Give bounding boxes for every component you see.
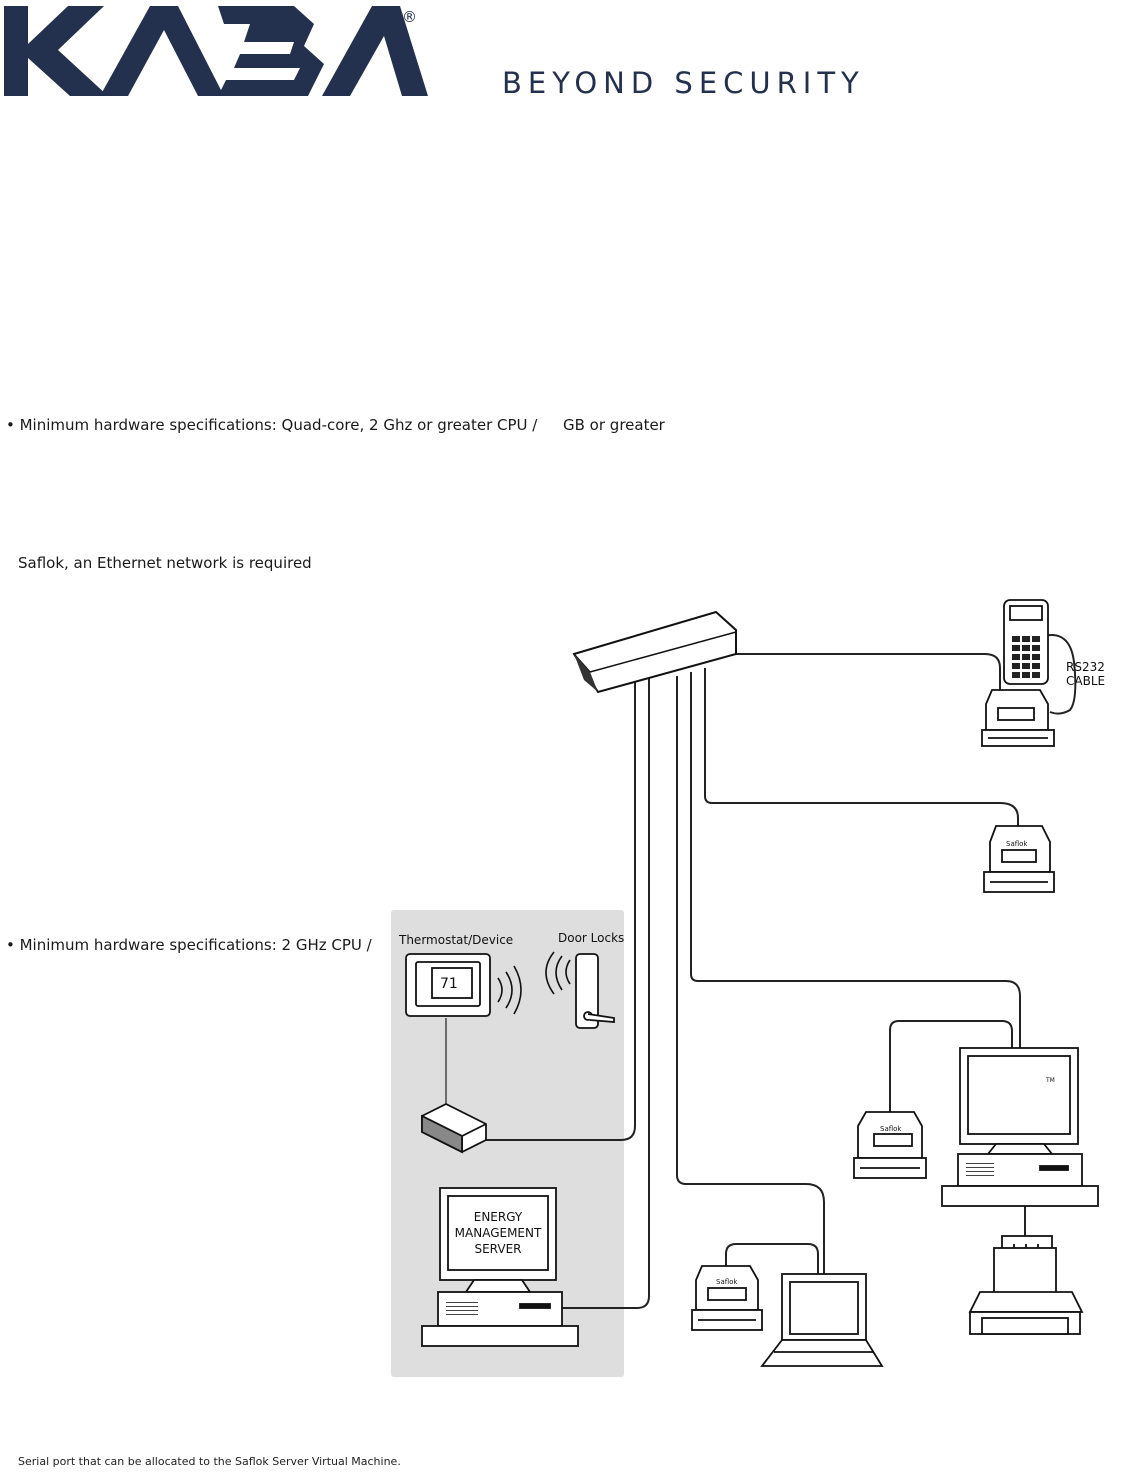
printer [968,1235,1084,1335]
kaba-logo: ® [4,6,428,96]
energy-server-line3: SERVER [474,1242,521,1256]
encoder-brand-3: Saflok [880,1125,902,1133]
workstation-hw-spec: • Minimum hardware specifications: 2 GHz… [6,936,372,954]
server-hw-ram: GB or greater [563,416,665,434]
footnote: Serial port that can be allocated to the… [18,1455,401,1468]
brand-tagline: BEYOND SECURITY [502,66,865,100]
encoder-4: Saflok [691,1265,763,1331]
door-lock-icon [575,953,615,1029]
registered-mark: ® [402,8,417,26]
thermostat-device: 71 [405,953,491,1017]
network-hub [572,610,737,694]
monitor-mark: TM [1045,1077,1055,1084]
thermostat-wireless-icon [497,965,522,1015]
front-desk-workstation: TM [941,1047,1099,1207]
handheld-programmer [1003,599,1049,685]
door-locks-label: Door Locks [558,931,624,945]
rs232-label-line1: RS232 [1066,660,1105,674]
door-lock-wireless-icon [545,951,571,995]
encoder-3: Saflok [853,1111,927,1179]
encoder-rs232 [981,689,1055,747]
energy-server-vents [446,1302,478,1315]
encoder-2: Saflok [983,825,1055,893]
thermostat-label: Thermostat/Device [398,933,513,947]
thermostat-display: 71 [440,976,458,992]
laptop [760,1273,884,1367]
workstation-vents [966,1163,994,1176]
server-hw-spec: • Minimum hardware specifications: Quad-… [6,416,538,434]
network-requirement: Saflok, an Ethernet network is required [18,554,312,572]
network-controller-device [421,1102,487,1154]
encoder-brand-4: Saflok [716,1278,738,1286]
encoder-brand-2: Saflok [1006,840,1028,848]
rs232-label-line2: CABLE [1066,674,1105,688]
energy-management-server [421,1187,579,1347]
energy-server-line2: MANAGEMENT [455,1226,542,1240]
energy-server-line1: ENERGY [474,1210,523,1224]
